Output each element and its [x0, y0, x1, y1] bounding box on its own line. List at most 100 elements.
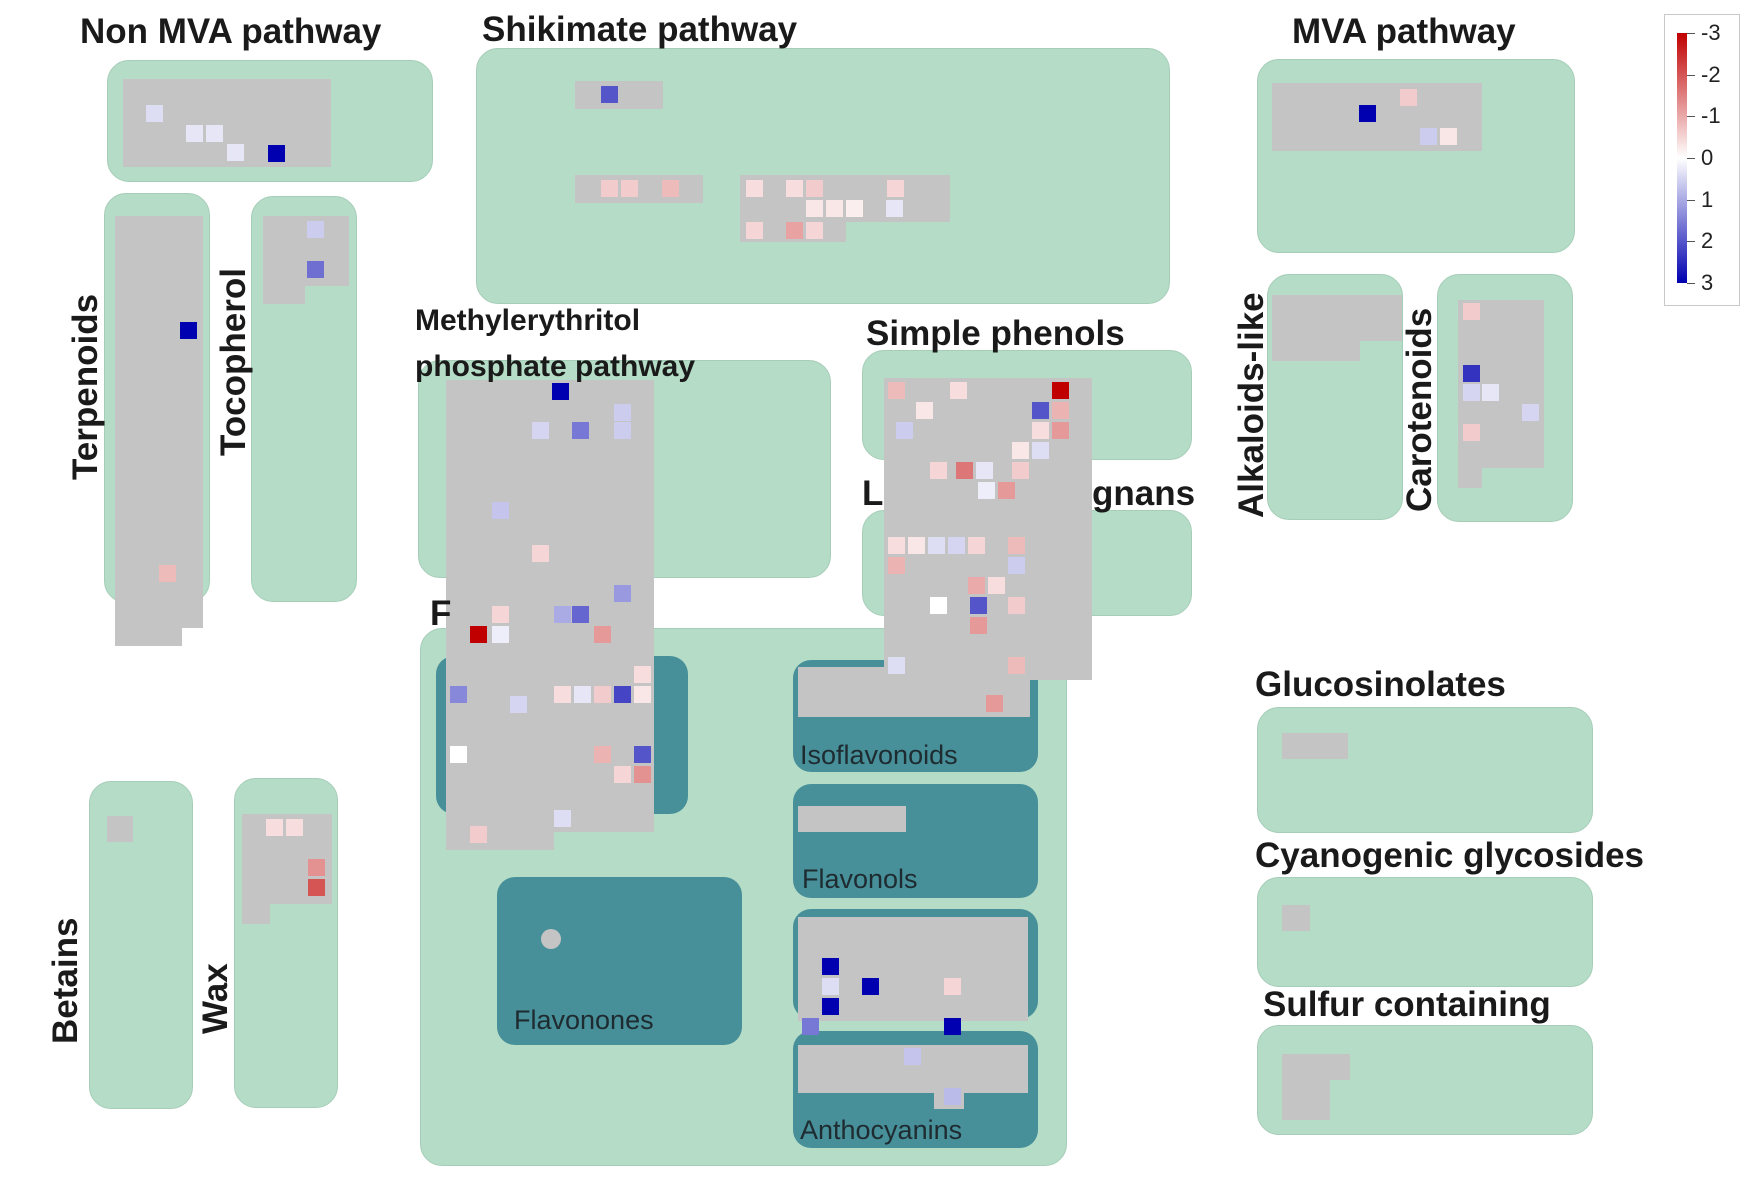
- heatmap-cell: [888, 537, 905, 554]
- heatmap-cell: [948, 537, 965, 554]
- heatmap-cell: [601, 86, 618, 103]
- heatmap-cell: [450, 686, 467, 703]
- heatmap-cell: [786, 180, 803, 197]
- heatmap-cell: [532, 545, 549, 562]
- heatmap-cell: [886, 200, 903, 217]
- heatmap-cell: [1012, 442, 1029, 459]
- heatmap-cell: [944, 978, 961, 995]
- heatmap-cell: [802, 1018, 819, 1035]
- heatmap-cell: [822, 998, 839, 1015]
- heatmap-cell: [1008, 597, 1025, 614]
- heatmap-cell: [554, 810, 571, 827]
- heatmap-cell: [594, 626, 611, 643]
- block-shikimate-2: [575, 175, 703, 203]
- heatmap-cell: [822, 978, 839, 995]
- label-shikimate: Shikimate pathway: [482, 10, 798, 49]
- heatmap-cell: [908, 537, 925, 554]
- heatmap-cell: [662, 180, 679, 197]
- heatmap-cell: [896, 422, 913, 439]
- block-lignans: [884, 530, 1092, 680]
- heatmap-cell: [1032, 402, 1049, 419]
- heatmap-cell: [634, 666, 651, 683]
- heatmap-cell: [307, 221, 324, 238]
- flavonones-dot: [541, 929, 561, 949]
- heatmap-cell: [614, 404, 631, 421]
- heatmap-cell: [492, 502, 509, 519]
- heatmap-cell: [930, 597, 947, 614]
- heatmap-cell: [574, 686, 591, 703]
- label-mep: Methylerythritol phosphate pathway: [415, 304, 696, 383]
- label-alkaloids: Alkaloids-like: [1232, 292, 1271, 518]
- block-carotenoids-tail: [1458, 468, 1482, 488]
- heatmap-cell: [1463, 384, 1480, 401]
- label-carotenoids: Carotenoids: [1400, 307, 1439, 512]
- heatmap-cell: [594, 686, 611, 703]
- heatmap-cell: [552, 383, 569, 400]
- heatmap-cell: [634, 746, 651, 763]
- heatmap-cell: [1420, 128, 1437, 145]
- heatmap-cell: [1052, 402, 1069, 419]
- label-glucosinolates: Glucosinolates: [1255, 665, 1506, 704]
- heatmap-cell: [978, 482, 995, 499]
- heatmap-cell: [944, 1088, 961, 1105]
- heatmap-cell: [862, 978, 879, 995]
- heatmap-cell: [1482, 384, 1499, 401]
- heatmap-cell: [450, 746, 467, 763]
- heatmap-cell: [970, 597, 987, 614]
- heatmap-cell: [904, 1048, 921, 1065]
- heatmap-cell: [206, 125, 223, 142]
- heatmap-cell: [572, 606, 589, 623]
- legend-gradient-bar: [1677, 33, 1687, 283]
- block-terpenoids-tail: [115, 628, 182, 646]
- heatmap-cell: [846, 200, 863, 217]
- heatmap-cell: [1440, 128, 1457, 145]
- legend-tick: [1687, 283, 1695, 284]
- block-betains: [107, 816, 133, 842]
- label-lignans-prefix: L: [862, 474, 884, 513]
- heatmap-cell: [614, 686, 631, 703]
- heatmap-cell: [968, 577, 985, 594]
- heatmap-cell: [180, 322, 197, 339]
- heatmap-cell: [928, 537, 945, 554]
- heatmap-cell: [1359, 105, 1376, 122]
- heatmap-cell: [956, 462, 973, 479]
- heatmap-cell: [266, 819, 283, 836]
- block-sulfur-tail: [1282, 1080, 1330, 1120]
- legend-tick-label: -2: [1701, 61, 1721, 87]
- heatmap-cell: [614, 766, 631, 783]
- label-flavonones: Flavonones: [514, 1005, 654, 1035]
- heatmap-cell: [601, 180, 618, 197]
- heatmap-cell: [806, 180, 823, 197]
- legend-tick: [1687, 74, 1695, 76]
- block-alkaloids: [1272, 295, 1402, 341]
- legend-tick: [1687, 158, 1695, 159]
- heatmap-cell: [227, 144, 244, 161]
- heatmap-cell: [572, 422, 589, 439]
- block-tocopherol: [263, 216, 349, 286]
- block-flavonols: [798, 806, 906, 832]
- heatmap-cell: [806, 200, 823, 217]
- heatmap-cell: [308, 859, 325, 876]
- panel-glucosinolates: [1257, 707, 1593, 833]
- heatmap-cell: [621, 180, 638, 197]
- heatmap-cell: [532, 422, 549, 439]
- heatmap-cell: [307, 261, 324, 278]
- block-cyanogenic: [1282, 905, 1310, 931]
- heatmap-cell: [159, 565, 176, 582]
- heatmap-cell: [1012, 462, 1029, 479]
- heatmap-cell: [998, 482, 1015, 499]
- heatmap-cell: [988, 577, 1005, 594]
- label-phenylpropanoids: F: [430, 594, 452, 633]
- block-mep: [446, 380, 654, 832]
- legend-tick: [1687, 199, 1695, 201]
- heatmap-cell: [806, 222, 823, 239]
- heatmap-cell: [986, 695, 1003, 712]
- heatmap-cell: [634, 686, 651, 703]
- label-isoflavonoids: Isoflavonoids: [800, 740, 958, 770]
- heatmap-cell: [186, 125, 203, 142]
- heatmap-cell: [916, 402, 933, 419]
- heatmap-cell: [1032, 422, 1049, 439]
- legend-tick-label: -3: [1701, 20, 1721, 45]
